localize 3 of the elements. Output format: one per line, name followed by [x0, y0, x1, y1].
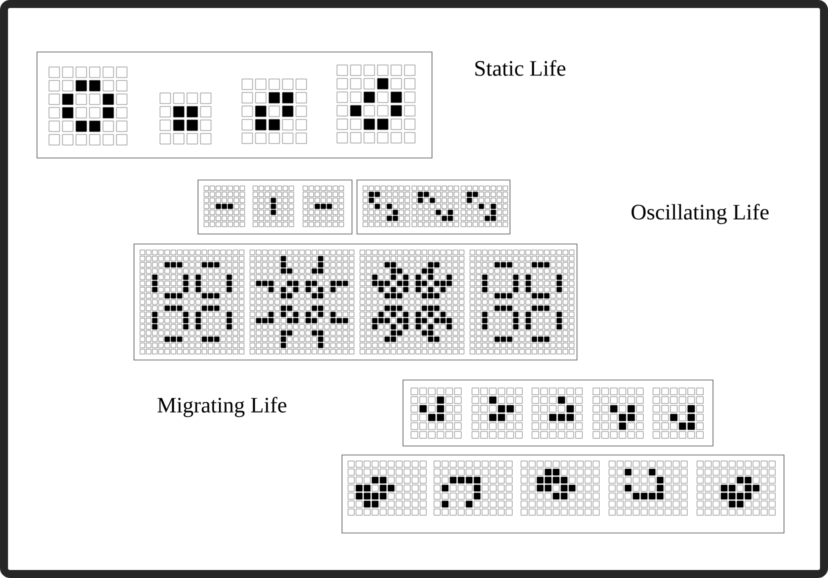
section-label: Static Life: [475, 60, 566, 76]
section-label: Migrating Life: [158, 396, 286, 418]
section-label: Oscillating Life: [632, 204, 769, 224]
